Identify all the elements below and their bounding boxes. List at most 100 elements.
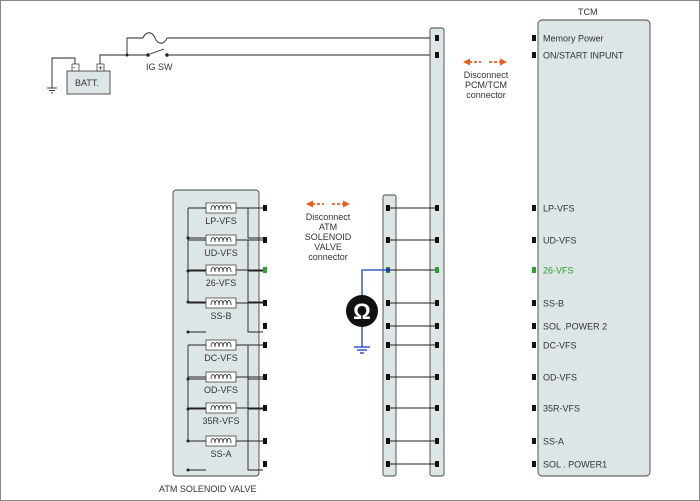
tcm-pin	[532, 300, 536, 306]
fuse-wire	[126, 37, 143, 55]
tcm-pin-label: Memory Power	[543, 34, 604, 44]
ig-switch-contact-left	[146, 53, 150, 57]
solenoid-connector-pin	[386, 374, 390, 380]
pcm-note-line-3: connector	[466, 90, 506, 100]
pcm-connector-pin	[435, 438, 439, 444]
pcm-connector-pin	[435, 237, 439, 243]
tcm-pin-label: ON/START INPUNT	[543, 51, 624, 61]
tcm-pin-label: DC-VFS	[543, 341, 577, 351]
solenoid-valve-pin	[263, 205, 267, 211]
solenoid-coil-label: DC-VFS	[204, 353, 238, 363]
solenoid-coil-label: UD-VFS	[204, 248, 238, 258]
pcm-connector-pin	[435, 267, 439, 273]
tcm-pin	[532, 237, 536, 243]
tcm-pin-label: SOL .POWER 2	[543, 322, 607, 332]
solenoid-coil-label: LP-VFS	[205, 216, 237, 226]
solenoid-note-line-3: SOLENOID	[305, 232, 352, 242]
battery-junction	[125, 53, 129, 57]
pcm-connector-pin	[435, 342, 439, 348]
tcm-pin-label: LP-VFS	[543, 204, 575, 214]
solenoid-valve-pin	[263, 405, 267, 411]
tcm-pin	[532, 205, 536, 211]
tcm-pin-label: 35R-VFS	[543, 404, 580, 414]
solenoid-connector-pin	[386, 405, 390, 411]
solenoid-note-line-5: connector	[308, 252, 348, 262]
ig-switch-contact-right	[165, 53, 169, 57]
solenoid-valve-pin	[263, 323, 267, 329]
fuse-icon	[142, 32, 168, 44]
battery-label: BATT.	[75, 78, 99, 88]
tcm-pin	[532, 405, 536, 411]
tcm-pin-label: SOL . POWER1	[543, 460, 607, 470]
ohmmeter-icon	[346, 295, 378, 327]
solenoid-valve-box	[172, 189, 260, 477]
solenoid-coils: LP-VFS UD-VFS 26-VFS SS-B DC-VFS OD-VFS 35R-VF…	[186, 202, 267, 472]
pcm-connector-pin	[435, 405, 439, 411]
solenoid-connector-pin	[386, 300, 390, 306]
pcm-note-line-2: PCM/TCM	[465, 80, 507, 90]
tcm-pin-label: SS-B	[543, 299, 564, 309]
ig-switch-blade	[149, 48, 165, 55]
tcm-pin	[532, 35, 536, 41]
solenoid-connector-pin	[386, 342, 390, 348]
solenoid-valve-pin	[263, 374, 267, 380]
solenoid-coil-label: OD-VFS	[204, 385, 238, 395]
solenoid-coil-label: SS-A	[210, 449, 231, 459]
battery-minus-sign: -	[73, 62, 76, 72]
tcm-box	[537, 19, 651, 477]
solenoid-connector-pin	[386, 323, 390, 329]
ig-switch-label: IG SW	[146, 62, 173, 72]
battery-plus-sign: +	[98, 63, 103, 73]
tcm-pin	[532, 52, 536, 58]
tcm-pin	[532, 323, 536, 329]
pcm-disconnect-note: Disconnect PCM/TCM connector	[463, 58, 509, 100]
solenoid-note-line-1: Disconnect	[306, 212, 351, 222]
solenoid-connector-pin	[386, 205, 390, 211]
tcm-pin-label: OD-VFS	[543, 373, 577, 383]
battery-ground-icon	[47, 87, 57, 94]
battery: - + BATT.	[66, 62, 111, 95]
tcm-pin-label: SS-A	[543, 437, 564, 447]
pcm-note-line-1: Disconnect	[464, 70, 509, 80]
ohmmeter-ground-icon	[354, 346, 370, 354]
solenoid-valve-pin	[263, 237, 267, 243]
solenoid-connector-pin	[386, 461, 390, 467]
battery-ground-wire	[51, 57, 76, 88]
tcm-pin	[532, 438, 536, 444]
solenoid-coil-label: 26-VFS	[206, 278, 237, 288]
solenoid-note-line-4: VALVE	[314, 242, 342, 252]
ohmmeter-probe-tip	[386, 268, 390, 272]
pcm-connector-strip	[429, 27, 445, 477]
battery-minus-terminal	[71, 63, 80, 72]
pcm-connector-pin	[435, 300, 439, 306]
battery-plus-wire	[99, 54, 127, 64]
solenoid-note-line-2: ATM	[319, 222, 337, 232]
ohmmeter-probe-wire	[361, 269, 388, 303]
solenoid-coil-label: 35R-VFS	[202, 416, 239, 426]
solenoid-coil-label: SS-B	[210, 311, 231, 321]
pcm-disconnect-arrow-icon	[463, 58, 507, 66]
pcm-connector-pin	[435, 461, 439, 467]
solenoid-valve-pin	[263, 300, 267, 306]
tcm-pin-label: UD-VFS	[543, 236, 577, 246]
tcm-pin	[532, 267, 536, 273]
solenoid-disconnect-note: Disconnect ATM SOLENOID VALVE connector	[305, 200, 352, 262]
ohmmeter-symbol: Ω	[353, 299, 371, 324]
pcm-connector-pin	[435, 205, 439, 211]
tcm-pin-label: 26-VFS	[543, 266, 574, 276]
harness-wires	[386, 35, 439, 467]
solenoid-valve-label: ATM SOLENOID VALVE	[159, 484, 257, 494]
battery-plus-terminal	[96, 63, 105, 72]
solenoid-disconnect-arrow-icon	[306, 200, 350, 208]
solenoid-valve-pin	[263, 342, 267, 348]
tcm-pin	[532, 461, 536, 467]
solenoid-connector-pin	[386, 438, 390, 444]
pcm-connector-pin	[435, 323, 439, 329]
solenoid-valve-pin	[263, 267, 267, 273]
pcm-connector-pin	[435, 35, 439, 41]
pcm-connector-pin	[435, 52, 439, 58]
tcm-pin	[532, 374, 536, 380]
solenoid-valve-pin	[263, 461, 267, 467]
